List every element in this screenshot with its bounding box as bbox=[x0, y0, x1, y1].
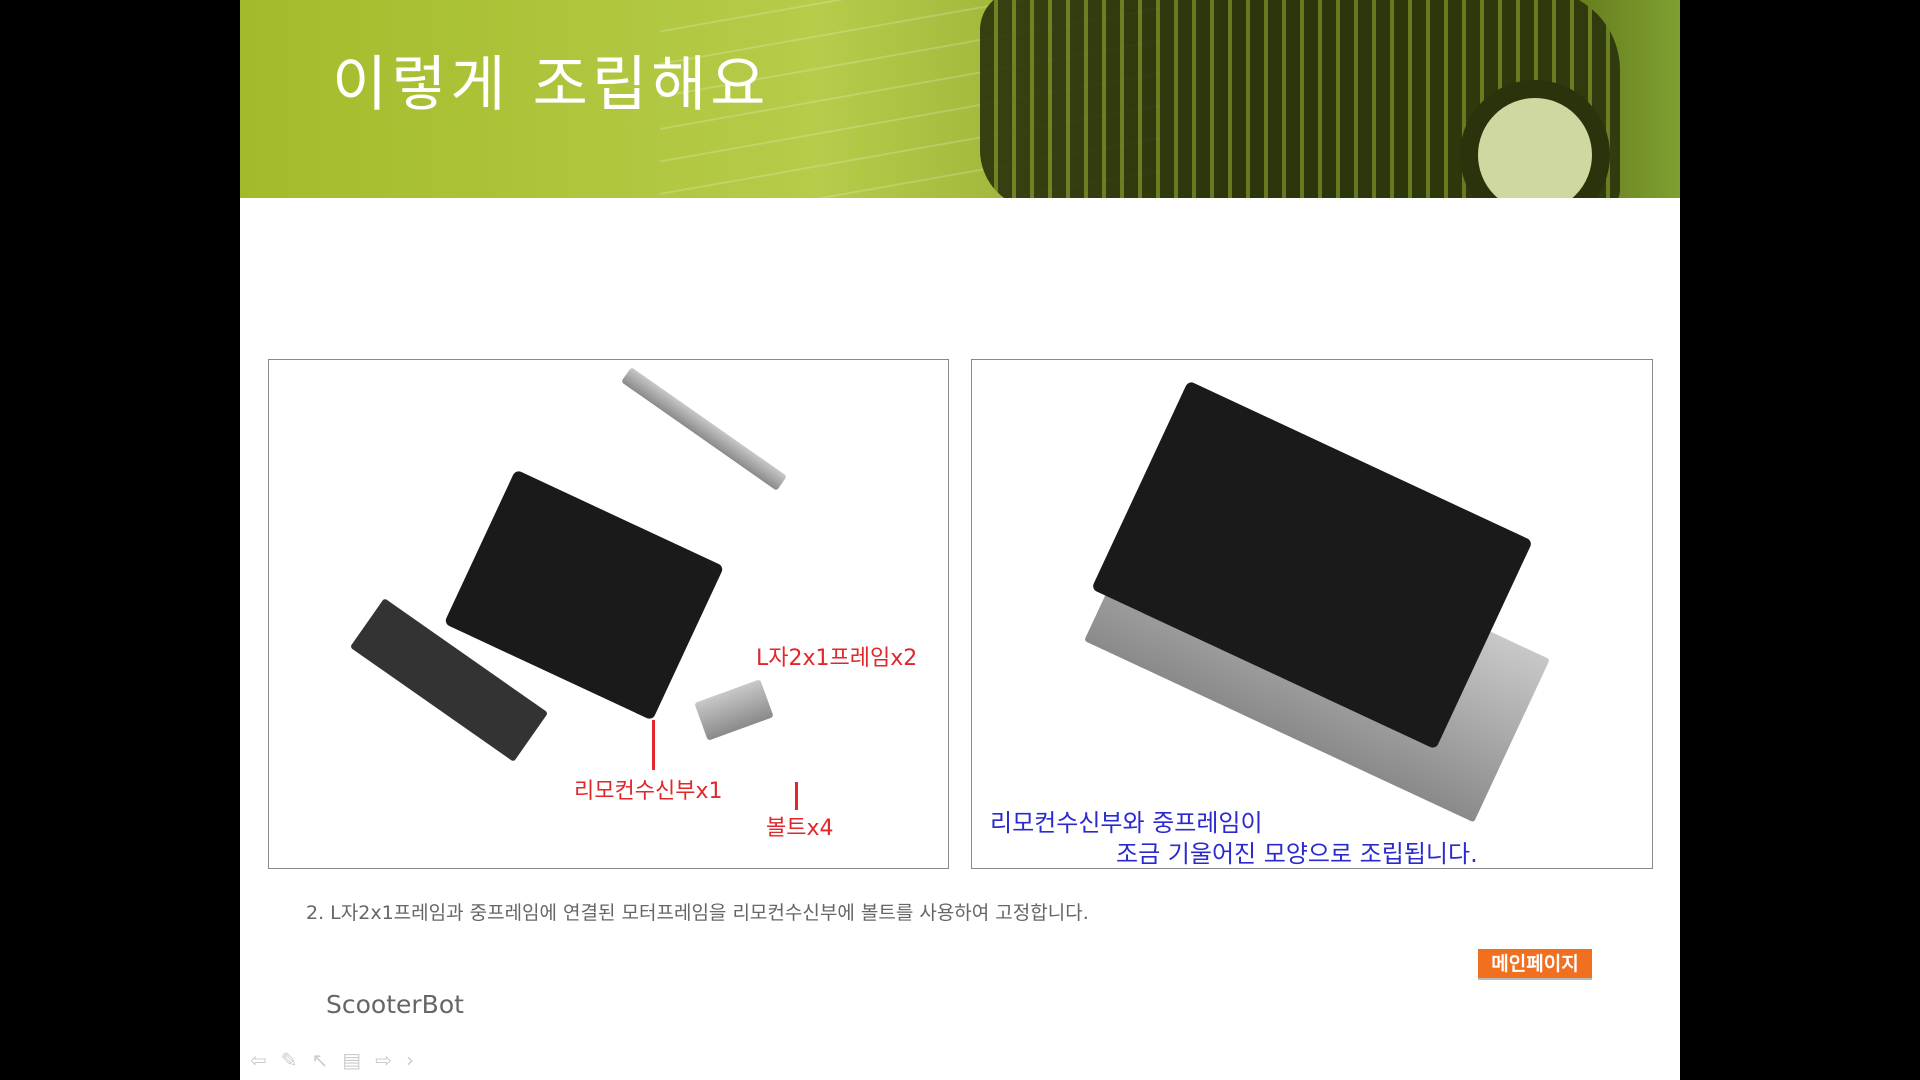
caption-line-2: 조금 기울어진 모양으로 조립됩니다. bbox=[1116, 840, 1478, 868]
header-banner: 이렇게 조립해요 bbox=[240, 0, 1680, 198]
label-receiver: 리모컨수신부x1 bbox=[574, 779, 723, 804]
menu-icon[interactable]: ▤ bbox=[342, 1048, 362, 1072]
right-photo: 리모컨수신부와 중프레임이 조금 기울어진 모양으로 조립됩니다. bbox=[971, 359, 1653, 869]
pointer-line bbox=[795, 782, 798, 810]
arrow-left-icon[interactable]: ⇦ bbox=[250, 1048, 267, 1072]
pointer-icon[interactable]: ↖ bbox=[311, 1048, 329, 1072]
step-caption: 2. L자2x1프레임과 중프레임에 연결된 모터프레임을 리모컨수신부에 볼트… bbox=[306, 902, 1089, 924]
pen-icon[interactable]: ✎ bbox=[280, 1048, 298, 1072]
pointer-line bbox=[652, 720, 655, 770]
bracket-part bbox=[694, 679, 774, 741]
caption-line-1: 리모컨수신부와 중프레임이 bbox=[990, 809, 1263, 837]
left-photo: L자2x1프레임x2 리모컨수신부x1 볼트x4 bbox=[268, 359, 949, 869]
brand-label: ScooterBot bbox=[326, 990, 464, 1019]
label-bolt: 볼트x4 bbox=[766, 816, 834, 841]
chevron-right-icon[interactable]: › bbox=[405, 1048, 414, 1072]
frame-part bbox=[621, 367, 787, 491]
slide-nav: ⇦ ✎ ↖ ▤ ⇨ › bbox=[250, 1048, 414, 1072]
main-page-button[interactable]: 메인페이지 bbox=[1478, 949, 1592, 980]
page-title: 이렇게 조립해요 bbox=[332, 50, 770, 120]
label-frame: L자2x1프레임x2 bbox=[756, 646, 918, 671]
arrow-right-icon[interactable]: ⇨ bbox=[375, 1048, 392, 1072]
slide: 이렇게 조립해요 L자2x1프레임x2 리모컨수신부x1 볼트x4 리모컨수신부… bbox=[240, 0, 1680, 1080]
